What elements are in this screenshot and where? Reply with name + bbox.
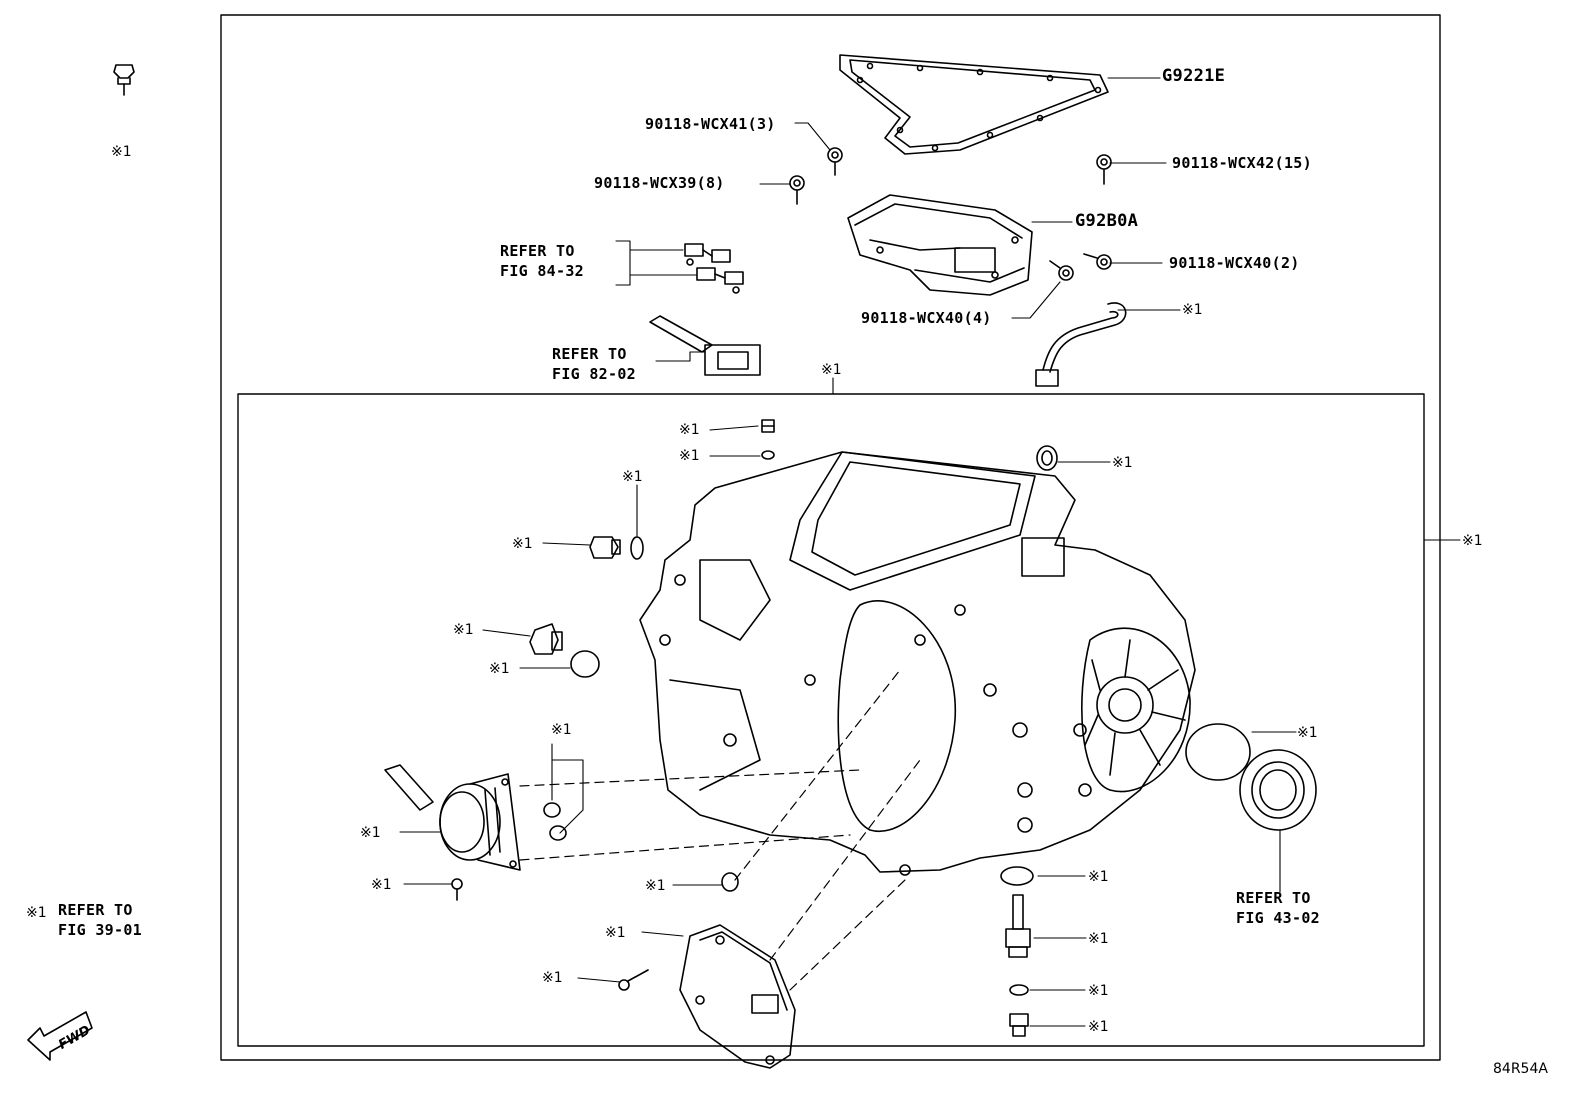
solenoid-group [684,243,744,294]
oil-cooler [384,764,521,871]
marker: ※1 [360,825,381,841]
marker: ※1 [1112,455,1133,471]
small-o-ring [1009,984,1029,996]
marker: ※1 [1297,725,1318,741]
marker: ※1 [1088,1019,1109,1035]
bolt-wcx42 [1096,154,1112,185]
marker: ※1 [679,448,700,464]
bottom-plug [1009,1013,1029,1037]
label-bolt-40b: 90118-WCX40(4) [861,309,992,327]
side-cover [679,924,796,1069]
marker: ※1 [512,536,533,552]
side-plug-2 [529,623,563,655]
top-plug [761,419,775,433]
cooler-bolt [451,878,463,901]
cover-bolt [618,969,649,991]
oil-pan-gasket [839,54,1109,155]
label-bolt-39: 90118-WCX39(8) [594,174,725,192]
marker: ※1 [111,144,132,160]
label-valve-body: G92B0A [1075,211,1139,231]
cooler-o-ring-1 [543,802,561,818]
marker: ※1 [605,925,626,941]
marker: ※1 [1088,931,1109,947]
bolt-wcx40-right [1083,253,1112,270]
cooler-o-ring-2 [549,825,567,841]
outer-frame [220,14,1441,1061]
marker: ※1 [1182,302,1203,318]
output-seal [1239,749,1317,831]
wire-harness [649,315,761,376]
marker: ※1 [489,661,510,677]
marker: ※1 [542,970,563,986]
bolt-wcx39 [789,175,805,205]
label-bolt-41: 90118-WCX41(3) [645,115,776,133]
figure-code: 84R54A [1493,1061,1548,1077]
inner-frame [237,393,1425,1047]
side-plug-1 [589,536,621,559]
label-gasket: G9221E [1162,66,1226,86]
side-o-ring-2 [570,650,600,678]
legend-marker: ※1 [26,905,47,921]
marker: ※1 [371,877,392,893]
top-o-ring [761,450,775,460]
marker: ※1 [453,622,474,638]
drain-o-ring [1000,866,1034,886]
bolt-wcx40-left [1049,260,1074,281]
fwd-arrow [27,1011,93,1061]
valve-body [847,194,1033,296]
side-o-ring-1 [630,536,644,560]
marker: ※1 [551,722,572,738]
top-right-seal [1036,445,1058,471]
marker: ※1 [821,362,842,378]
marker: ※1 [1088,869,1109,885]
marker: ※1 [1088,983,1109,999]
transaxle-housing [639,451,1196,876]
mid-seal [721,872,739,892]
marker: ※1 [1462,533,1483,549]
marker: ※1 [645,878,666,894]
dipstick-tube [1005,894,1031,958]
marker: ※1 [622,469,643,485]
label-bolt-40a: 90118-WCX40(2) [1169,254,1300,272]
breather-hose [1035,302,1127,387]
marker: ※1 [679,422,700,438]
large-o-ring [1185,723,1251,781]
label-bolt-42: 90118-WCX42(15) [1172,154,1312,172]
bolt-wcx41 [827,147,843,176]
standalone-bolt [113,64,135,96]
